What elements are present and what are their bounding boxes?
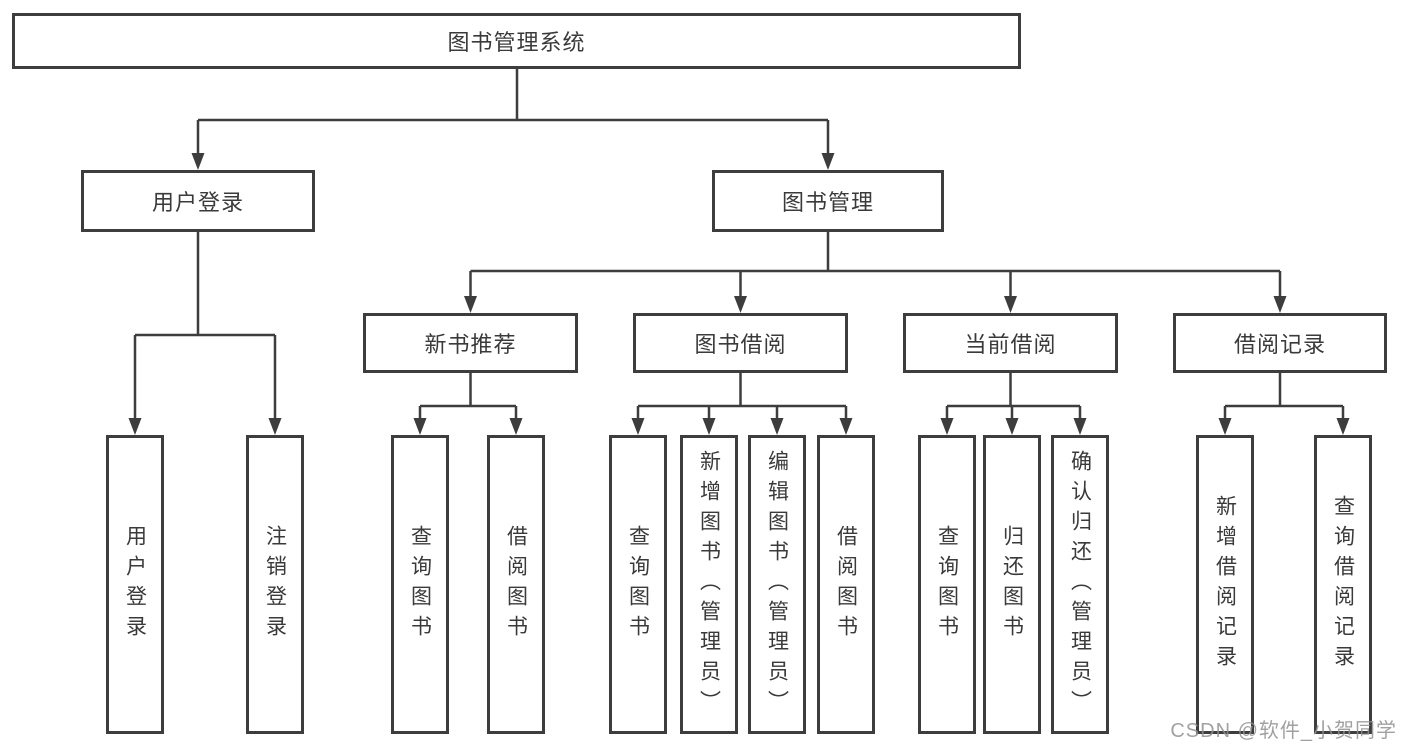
- arrow-icon: [191, 153, 205, 170]
- arrow-icon: [509, 418, 523, 435]
- leaf-add-books-admin-label: 新增图书（管理员）: [697, 449, 721, 720]
- node-current-borrow: 当前借阅: [903, 313, 1118, 373]
- leaf-logout-login-label: 注销登录: [263, 524, 287, 645]
- arrow-icon: [1218, 418, 1232, 435]
- leaf-edit-books-admin-label: 编辑图书（管理员）: [765, 449, 789, 720]
- leaf-borrow-books-label: 借阅图书: [834, 524, 858, 645]
- connector-user-login-to-leaves: [133, 232, 277, 419]
- leaf-add-borrow-record: 新增借阅记录: [1196, 435, 1254, 734]
- leaf-query-books-recommend: 查询图书: [391, 435, 449, 734]
- csdn-watermark: CSDN @软件_小贺同学: [1170, 720, 1397, 742]
- leaf-confirm-return-admin-label: 确认归还（管理员）: [1068, 449, 1092, 720]
- connector-borrow-records-to-leaves: [1223, 373, 1345, 419]
- arrow-icon: [1005, 418, 1019, 435]
- leaf-query-borrow-record: 查询借阅记录: [1314, 435, 1372, 734]
- connector-book-borrow-to-leaves: [636, 373, 848, 419]
- arrow-icon: [1073, 418, 1087, 435]
- leaf-return-books: 归还图书: [983, 435, 1041, 734]
- leaf-logout-login: 注销登录: [246, 435, 304, 734]
- arrow-icon: [839, 418, 853, 435]
- arrow-icon: [413, 418, 427, 435]
- leaf-user-login-label: 用户登录: [123, 524, 147, 645]
- leaf-confirm-return-admin: 确认归还（管理员）: [1051, 435, 1109, 734]
- arrow-icon: [940, 418, 954, 435]
- node-new-book-recommend: 新书推荐: [363, 313, 578, 373]
- leaf-query-books-recommend-label: 查询图书: [408, 524, 432, 645]
- arrow-icon: [1336, 418, 1350, 435]
- node-borrow-records: 借阅记录: [1173, 313, 1387, 373]
- leaf-user-login: 用户登录: [106, 435, 164, 734]
- leaf-return-books-label: 归还图书: [1000, 524, 1024, 645]
- connector-book-mgmt-to-level3: [469, 232, 1282, 297]
- connector-current-borrow-to-leaves: [945, 373, 1082, 419]
- arrow-icon: [1273, 296, 1287, 313]
- leaf-borrow-books: 借阅图书: [817, 435, 875, 734]
- leaf-query-books-current-label: 查询图书: [935, 524, 959, 645]
- arrow-icon: [268, 418, 282, 435]
- arrow-icon: [821, 153, 835, 170]
- node-user-login: 用户登录: [81, 170, 315, 232]
- arrow-icon: [464, 296, 477, 313]
- arrow-icon: [734, 296, 747, 313]
- node-root: 图书管理系统: [12, 13, 1021, 69]
- leaf-add-borrow-record-label: 新增借阅记录: [1213, 494, 1237, 675]
- leaf-query-borrow-record-label: 查询借阅记录: [1331, 494, 1355, 675]
- leaf-borrow-books-recommend: 借阅图书: [487, 435, 545, 734]
- leaf-query-books-borrow-label: 查询图书: [626, 524, 650, 645]
- leaf-query-books-current: 查询图书: [918, 435, 976, 734]
- leaf-query-books-borrow: 查询图书: [609, 435, 667, 734]
- leaf-edit-books-admin: 编辑图书（管理员）: [748, 435, 806, 734]
- node-book-borrow: 图书借阅: [633, 313, 848, 373]
- connector-new-book-to-leaves: [418, 373, 518, 419]
- leaf-borrow-books-recommend-label: 借阅图书: [504, 524, 528, 645]
- arrowheads: [128, 153, 1350, 435]
- node-book-management: 图书管理: [712, 170, 944, 232]
- connector-root-to-level2: [196, 69, 830, 156]
- arrow-icon: [128, 418, 142, 435]
- arrow-icon: [770, 418, 784, 435]
- arrow-icon: [631, 418, 645, 435]
- leaf-add-books-admin: 新增图书（管理员）: [680, 435, 738, 734]
- arrow-icon: [1004, 296, 1017, 313]
- arrow-icon: [702, 418, 716, 435]
